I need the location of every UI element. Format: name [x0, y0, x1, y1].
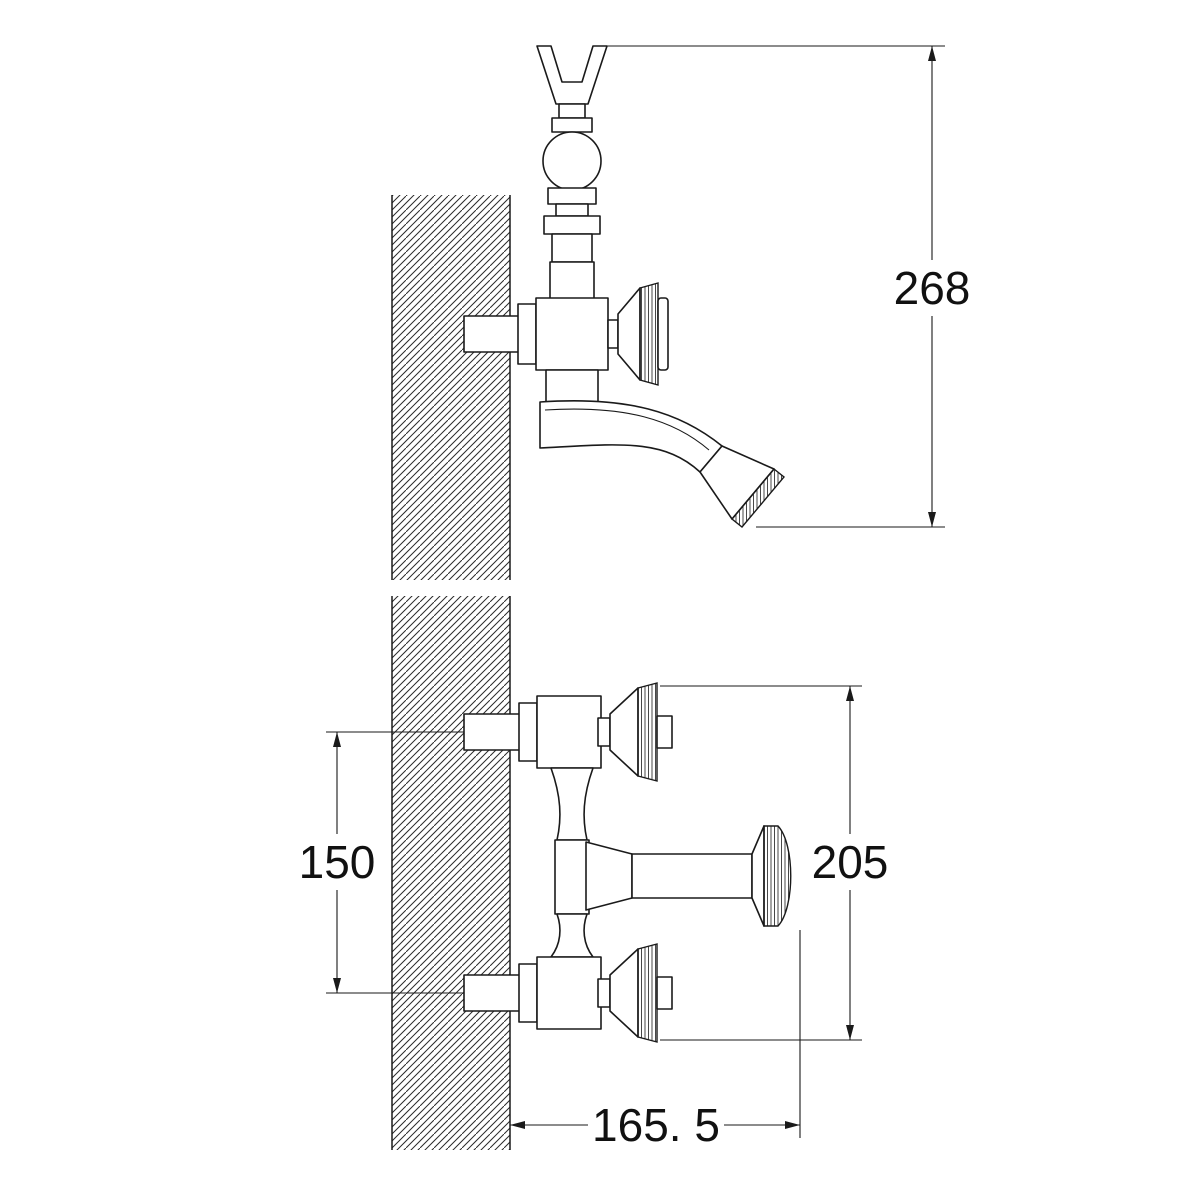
wall-inlet-stub-side	[463, 315, 523, 353]
dimension-overall-height: 268	[607, 45, 974, 528]
wall-section-front	[391, 596, 511, 1150]
label-mask	[588, 1098, 724, 1152]
handle-cone-side	[617, 287, 641, 381]
spout-tube-front	[631, 853, 753, 899]
column-ring-1	[547, 187, 597, 205]
side-view: 268	[391, 45, 974, 580]
dimension-handle-span: 205	[660, 685, 892, 1041]
handle-cap-side	[657, 297, 669, 371]
wall-section-side	[391, 195, 511, 580]
arrow-up	[333, 732, 341, 747]
escutcheon-bottom	[518, 963, 538, 1023]
spout-tube-side	[539, 399, 723, 473]
escutcheon-top	[518, 702, 538, 762]
arrow-left	[510, 1121, 525, 1129]
spout-base	[545, 369, 599, 403]
dim-label-spout-reach: 165. 5	[592, 1099, 720, 1151]
handle-knurl-band-top	[637, 682, 658, 782]
spout-bell-knurl	[731, 468, 785, 528]
riser-column	[549, 261, 595, 303]
wall-inlet-stub-bottom	[463, 974, 523, 1012]
handle-stem-top	[597, 717, 611, 747]
handle-stem-bottom	[597, 978, 611, 1008]
spout-flare	[751, 825, 765, 927]
column-ring-3	[543, 215, 601, 235]
valve-body-top	[536, 695, 602, 769]
escutcheon-side	[517, 303, 537, 365]
arrow-right	[785, 1121, 800, 1129]
handle-knurl-band-side	[639, 282, 659, 386]
wall-hatch-front	[392, 596, 510, 1150]
arrow-down	[846, 1025, 854, 1040]
handle-cone-bottom	[609, 948, 639, 1038]
shower-cradle	[536, 45, 608, 105]
ball-joint	[542, 131, 602, 191]
dim-label-handle-span: 205	[812, 836, 889, 888]
arrow-down	[928, 512, 936, 527]
spout-inner-line	[544, 408, 710, 451]
column-ring-4	[551, 233, 593, 263]
cradle-neck	[558, 103, 586, 119]
valve-body-side	[535, 297, 609, 371]
faucet-front-view	[463, 682, 792, 1043]
wall-hatch-side	[392, 195, 510, 580]
dimension-spout-reach: 165. 5	[510, 930, 801, 1152]
valve-body-bottom	[536, 956, 602, 1030]
label-mask	[890, 260, 974, 316]
label-mask	[295, 834, 379, 890]
dimension-inlet-spacing: 150	[295, 731, 464, 994]
label-mask	[808, 834, 892, 890]
column-middle	[554, 839, 590, 915]
spout-connector	[585, 841, 633, 911]
dim-label-inlet-spacing: 150	[299, 836, 376, 888]
arrow-down	[333, 978, 341, 993]
cradle-collar	[551, 117, 593, 133]
handle-stem-side	[607, 319, 619, 349]
arrow-up	[846, 686, 854, 701]
dim-label-overall-height: 268	[894, 262, 971, 314]
handle-boss-bottom	[656, 976, 673, 1010]
column-upper	[550, 767, 594, 841]
spout-end-knurl-cap	[763, 825, 792, 927]
handle-knurl-band-bottom	[637, 943, 658, 1043]
column-lower	[550, 913, 594, 958]
column-ring-2	[555, 203, 589, 217]
wall-inlet-stub-top	[463, 713, 523, 751]
handle-cone-top	[609, 687, 639, 777]
handle-boss-top	[656, 715, 673, 749]
front-view: 150 205 165. 5	[295, 596, 892, 1152]
faucet-side-view	[463, 45, 785, 528]
arrow-up	[928, 46, 936, 61]
